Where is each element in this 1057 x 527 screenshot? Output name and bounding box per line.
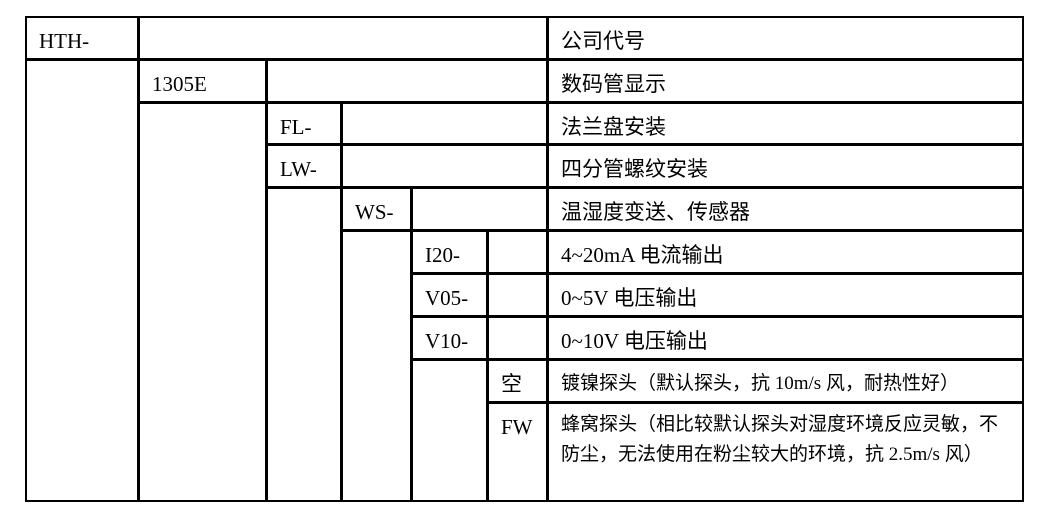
empty-cell xyxy=(487,273,548,317)
empty-cell xyxy=(341,102,548,145)
empty-cell xyxy=(25,59,139,502)
desc-cell-sensor: 温湿度变送、传感器 xyxy=(547,187,1024,231)
desc-cell-nickel-probe: 镀镍探头（默认探头，抗 10m/s 风，耐热性好） xyxy=(547,359,1024,403)
code-cell-honeycomb-probe: FW xyxy=(487,402,548,502)
desc-cell-honeycomb-probe: 蜂窝探头（相比较默认探头对湿度环境反应灵敏，不防尘，无法使用在粉尘较大的环境，抗… xyxy=(547,402,1024,502)
desc-cell-5v: 0~5V 电压输出 xyxy=(547,273,1024,317)
empty-cell xyxy=(266,59,548,103)
code-cell-current: I20- xyxy=(411,230,488,274)
desc-cell-current: 4~20mA 电流输出 xyxy=(547,230,1024,274)
code-cell-10v: V10- xyxy=(411,316,488,360)
empty-cell xyxy=(266,187,342,502)
empty-cell xyxy=(411,187,548,231)
empty-cell xyxy=(138,102,267,502)
code-cell-5v: V05- xyxy=(411,273,488,317)
empty-cell xyxy=(341,144,548,188)
code-cell-display: 1305E xyxy=(138,59,267,103)
desc-cell-display: 数码管显示 xyxy=(547,59,1024,103)
empty-cell xyxy=(341,230,412,502)
code-cell-flange: FL- xyxy=(266,102,342,145)
code-cell-thread: LW- xyxy=(266,144,342,188)
desc-cell-10v: 0~10V 电压输出 xyxy=(547,316,1024,360)
empty-cell xyxy=(487,230,548,274)
desc-cell-company: 公司代号 xyxy=(547,16,1024,60)
code-cell-company: HTH- xyxy=(25,16,139,60)
desc-cell-flange: 法兰盘安装 xyxy=(547,102,1024,145)
code-cell-nickel-probe: 空 xyxy=(487,359,548,403)
empty-cell xyxy=(411,359,488,502)
code-cell-sensor: WS- xyxy=(341,187,412,231)
desc-cell-thread: 四分管螺纹安装 xyxy=(547,144,1024,188)
empty-cell xyxy=(487,316,548,360)
empty-cell xyxy=(138,16,548,60)
